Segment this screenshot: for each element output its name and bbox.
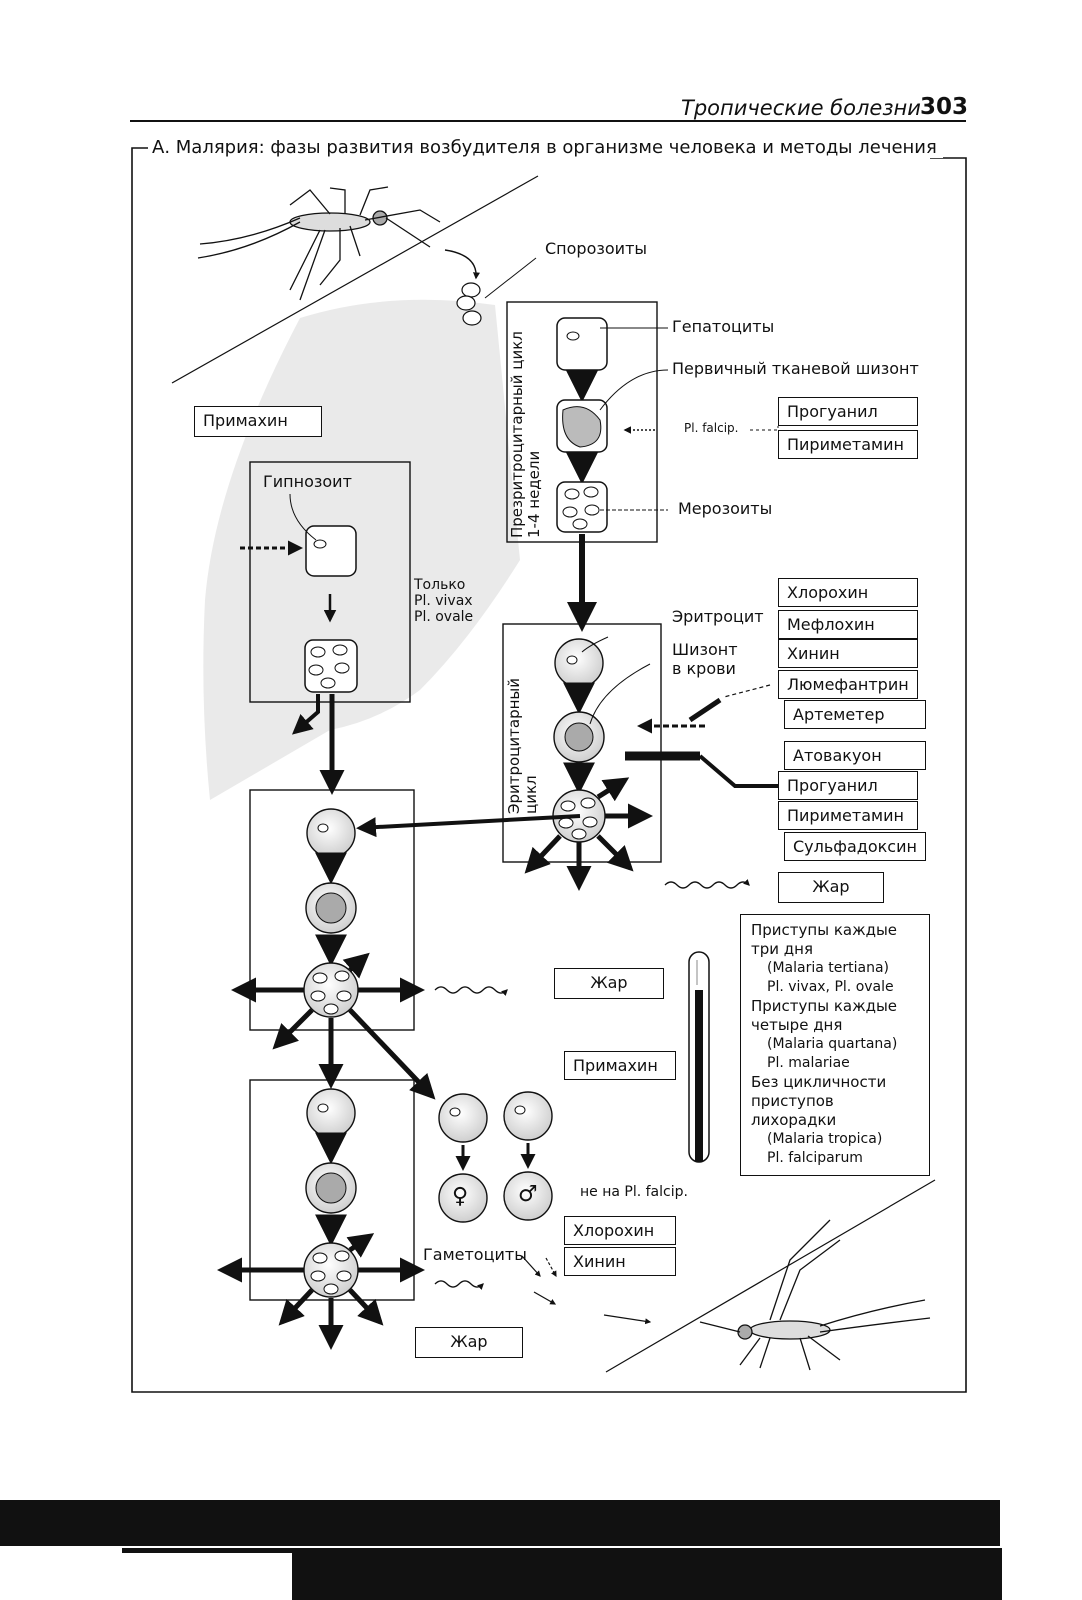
drug-box-artemether: Артеметер <box>784 700 926 729</box>
fever-wave-2 <box>434 986 508 996</box>
male-symbol-icon: ♂ <box>518 1182 538 1207</box>
drug-box-proguanil-1: Прогуанил <box>778 397 918 426</box>
fever-box-2: Жар <box>554 968 664 999</box>
drug-box-sulfadoxine: Сульфадоксин <box>784 832 926 861</box>
liver-tissue <box>203 299 521 800</box>
label-not-falcip: не на Pl. falcip. <box>580 1184 688 1200</box>
fever-box-3: Жар <box>415 1327 523 1358</box>
drug-box-chloroquine-1: Хлорохин <box>778 578 918 607</box>
label-primary-schizont: Первичный тканевой шизонт <box>672 359 919 378</box>
arrow-recrudescence <box>356 814 581 838</box>
erythrocytic-box <box>502 623 662 863</box>
drug-box-pyrimethamine-2: Пириметамин <box>778 801 918 830</box>
figure-title: А. Малярия: фазы развития возбудителя в … <box>148 137 943 158</box>
mosquito-bottom-icon <box>699 1219 931 1371</box>
fever-wave-3 <box>434 1280 484 1290</box>
label-sporozoites: Спорозоиты <box>545 239 648 258</box>
label-gametocytes: Гаметоциты <box>423 1245 527 1264</box>
fever-pattern-info-box: Приступы каждые три дня (Malaria tertian… <box>740 914 930 1176</box>
skin-line-top <box>171 175 539 384</box>
gametocyte-male-precursor <box>503 1091 553 1141</box>
female-gametocyte-cell <box>438 1173 488 1223</box>
drug-box-mefloquine: Мефлохин <box>778 610 918 639</box>
label-hypnozoite: Гипнозоит <box>263 472 352 491</box>
label-pl-falcip: Pl. falcip. <box>684 421 739 435</box>
blood-burst-arrows <box>524 777 653 891</box>
female-symbol-icon: ♀ <box>452 1184 469 1209</box>
mosquito-top-icon <box>197 186 441 301</box>
drug-box-primaquine-mid: Примахин <box>564 1051 676 1080</box>
arrow-sporozoite-drop <box>444 249 480 280</box>
gametocyte-female-precursor <box>438 1093 488 1143</box>
drug-box-atovaquone: Атовакуон <box>784 741 926 770</box>
drug-box-quinine-2: Хинин <box>564 1247 676 1276</box>
drug-arrow-1 <box>688 697 722 723</box>
scan-shadow <box>0 1500 1000 1546</box>
running-header-title: Тропические болезни <box>681 96 921 120</box>
page-number: 303 <box>920 94 969 120</box>
drug-box-primaquine-top: Примахин <box>194 406 322 437</box>
drug-box-chloroquine-2: Хлорохин <box>564 1216 676 1245</box>
label-merozoites: Мерозоиты <box>678 499 773 518</box>
drug-box-proguanil-2: Прогуанил <box>778 771 918 800</box>
male-gametocyte-cell <box>503 1171 553 1221</box>
thermometer-icon <box>688 951 710 1163</box>
hepatocyte-cell <box>556 317 608 371</box>
hypnozoite-cell <box>305 525 357 577</box>
label-hepatocytes: Гепатоциты <box>672 317 775 336</box>
drug-box-lumefantrine: Люмефантрин <box>778 670 918 699</box>
fever-wave-1 <box>664 879 750 889</box>
figure-frame <box>131 147 967 1393</box>
fever-box-1: Жар <box>778 872 884 903</box>
leader-sporozoites <box>484 257 537 299</box>
erythrocyte-cell <box>554 638 604 688</box>
sporozoite-cells <box>456 282 482 326</box>
drug-box-quinine-1: Хинин <box>778 639 918 668</box>
drug-box-pyrimethamine-1: Пириметамин <box>778 430 918 459</box>
skin-line-bottom <box>605 1179 936 1373</box>
label-erythrocyte: Эритроцит <box>672 607 764 626</box>
